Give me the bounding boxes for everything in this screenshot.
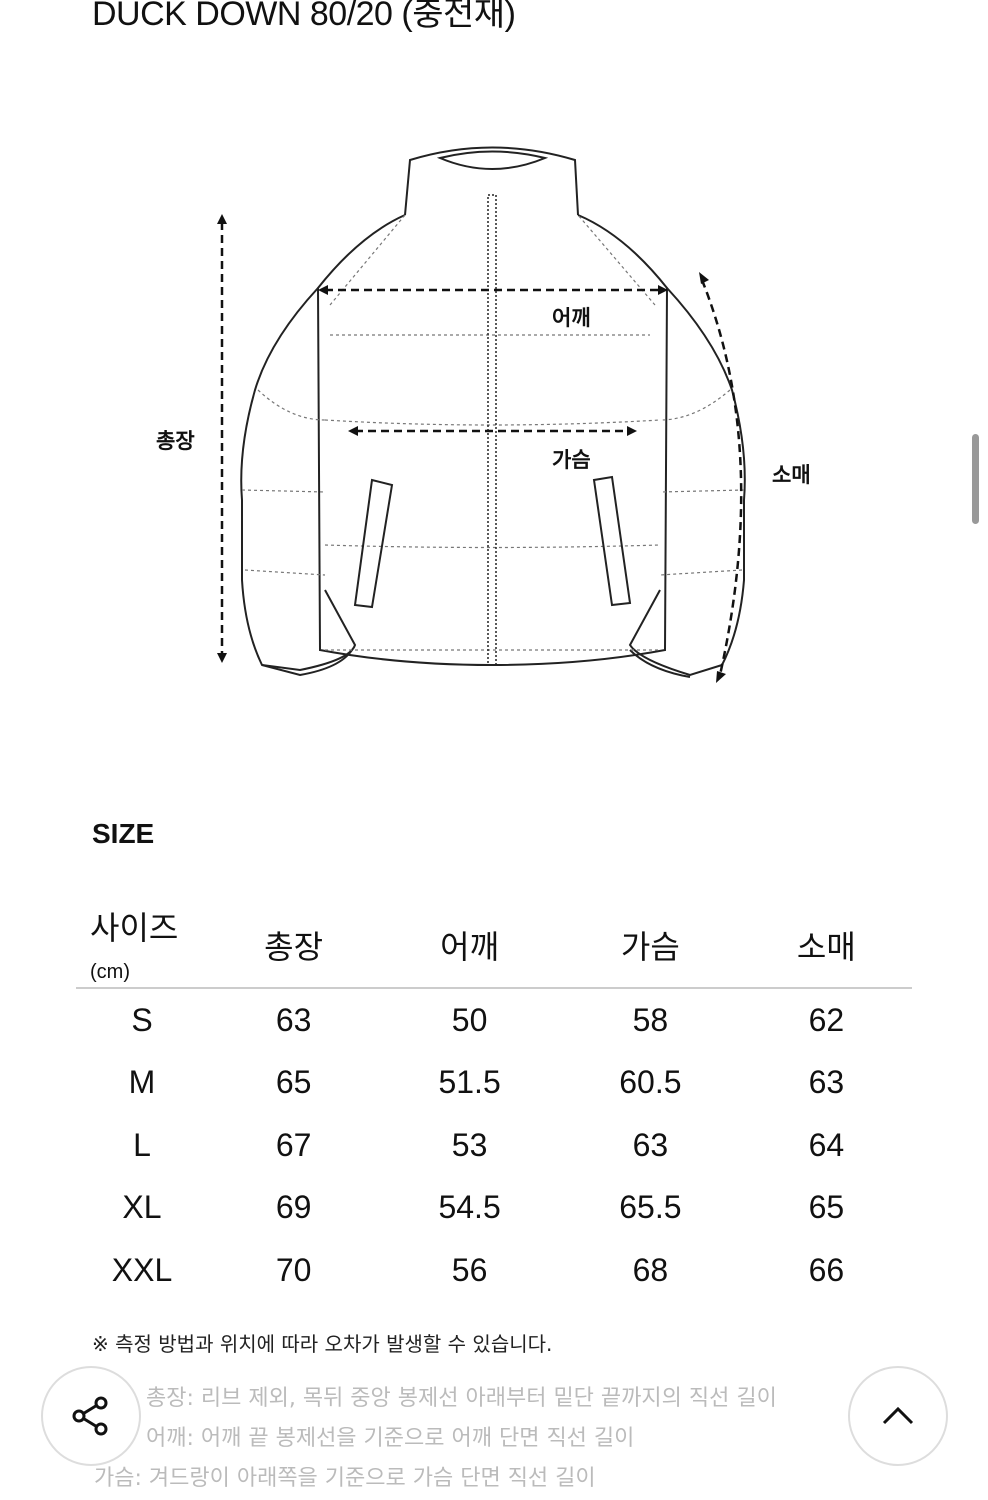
- chevron-up-icon: [882, 1406, 914, 1425]
- scrollbar[interactable]: [972, 434, 979, 524]
- table-row: M 65 51.5 60.5 63: [76, 1052, 912, 1115]
- size-heading: SIZE: [92, 818, 155, 849]
- size-cell: S: [131, 1001, 153, 1038]
- value-cell: 67: [275, 1126, 312, 1163]
- header-shoulder: 어깨: [379, 902, 560, 989]
- jacket-diagram: [217, 146, 746, 683]
- size-cell: M: [128, 1064, 156, 1101]
- value-cell: 51.5: [438, 1064, 501, 1101]
- value-cell: 58: [632, 1001, 669, 1038]
- measurement-note: ※ 측정 방법과 위치에 따라 오차가 발생할 수 있습니다.: [92, 1332, 553, 1356]
- definition-shoulder: 어깨: 어깨 끝 봉제선을 기준으로 어깨 단면 직선 길이: [146, 1426, 635, 1451]
- value-cell: 69: [275, 1189, 312, 1226]
- definition-length: 총장: 리브 제외, 목뒤 중앙 봉제선 아래부터 밑단 끝까지의 직선 길이: [146, 1386, 777, 1411]
- value-cell: 50: [451, 1001, 488, 1038]
- header-length: 총장: [208, 902, 380, 989]
- page-title: DUCK DOWN 80/20 (충전재): [92, 0, 516, 33]
- value-cell: 63: [808, 1064, 845, 1101]
- table-row: L 67 53 63 64: [76, 1114, 912, 1177]
- value-cell: 53: [451, 1126, 488, 1163]
- value-cell: 63: [275, 1001, 312, 1038]
- header-size-label: 사이즈: [90, 910, 179, 946]
- value-cell: 65: [275, 1064, 312, 1101]
- diagram-label-shoulder: 어깨: [552, 306, 591, 330]
- table-row: S 63 50 58 62: [76, 988, 912, 1052]
- value-cell: 68: [632, 1251, 669, 1288]
- table-header-row: 사이즈 (cm) 총장 어깨 가슴 소매: [76, 902, 912, 989]
- value-cell: 65.5: [619, 1189, 682, 1226]
- table-row: XL 69 54.5 65.5 65: [76, 1177, 912, 1240]
- value-cell: 63: [632, 1126, 669, 1163]
- header-sleeve: 소매: [740, 902, 912, 989]
- table-row: XXL 70 56 68 66: [76, 1239, 912, 1302]
- value-cell: 65: [808, 1189, 845, 1226]
- header-size: 사이즈 (cm): [76, 902, 208, 989]
- size-cell: L: [133, 1126, 151, 1163]
- diagram-label-sleeve: 소매: [772, 463, 811, 487]
- share-button[interactable]: [41, 1366, 141, 1466]
- value-cell: 70: [275, 1251, 312, 1288]
- diagram-label-chest: 가슴: [552, 448, 591, 472]
- value-cell: 66: [808, 1251, 845, 1288]
- value-cell: 64: [808, 1126, 845, 1163]
- header-chest: 가슴: [559, 902, 741, 989]
- definition-chest: 가슴: 겨드랑이 아래쪽을 기준으로 가슴 단면 직선 길이: [94, 1466, 596, 1491]
- value-cell: 56: [451, 1251, 488, 1288]
- size-cell: XL: [122, 1189, 162, 1226]
- value-cell: 54.5: [438, 1189, 501, 1226]
- header-unit: (cm): [90, 961, 130, 983]
- value-cell: 62: [808, 1001, 845, 1038]
- share-icon: [72, 1396, 108, 1436]
- value-cell: 60.5: [619, 1064, 682, 1101]
- scroll-to-top-button[interactable]: [848, 1366, 948, 1466]
- diagram-label-length: 총장: [156, 429, 195, 453]
- size-cell: XXL: [111, 1251, 173, 1288]
